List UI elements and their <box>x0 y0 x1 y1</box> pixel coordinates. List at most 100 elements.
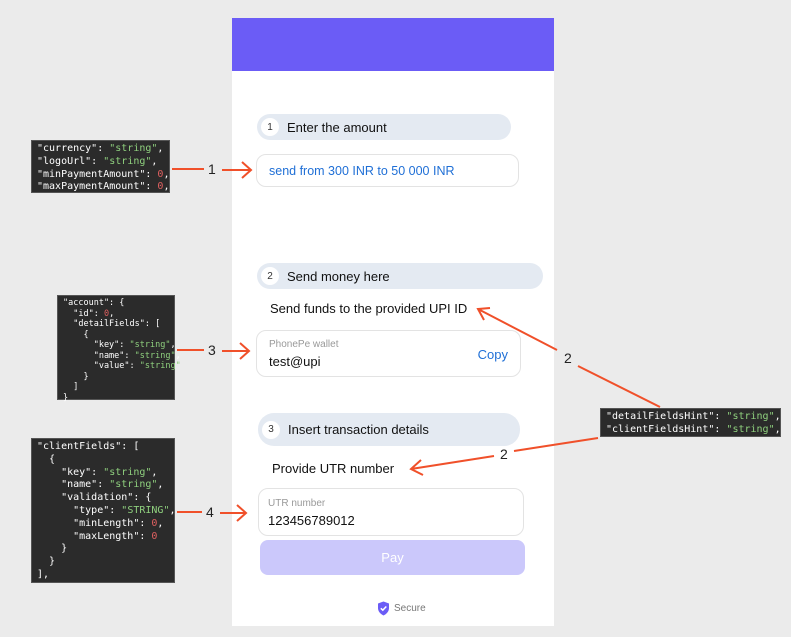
code-block-hints: "detailFieldsHint": "string","clientFiel… <box>600 408 781 437</box>
annotation-label: 2 <box>500 446 508 462</box>
code-token: "minPaymentAmount": <box>37 168 158 180</box>
code-line: "validation": { <box>37 492 169 505</box>
code-token: 0 <box>151 530 158 542</box>
code-token: "detailFieldsHint": <box>606 411 727 422</box>
code-token: "currency": <box>37 143 110 154</box>
code-token: "STRING" <box>121 504 170 516</box>
code-token: "clientFields": [ <box>37 441 140 452</box>
code-token: , <box>151 155 158 167</box>
utr-input[interactable]: UTR number 123456789012 <box>258 488 524 536</box>
code-token: "clientFieldsHint": <box>606 423 727 435</box>
code-token: } <box>37 556 56 568</box>
code-line: "account": { <box>63 298 169 309</box>
code-line: "logoUrl": "string", <box>37 156 164 169</box>
code-token: "key": <box>63 340 130 350</box>
code-line: "id": 0, <box>63 309 169 320</box>
code-line: } <box>37 543 169 556</box>
code-line: "maxPaymentAmount": 0, <box>37 181 169 194</box>
code-line: { <box>63 330 169 341</box>
pay-button[interactable]: Pay <box>260 540 525 575</box>
code-token: "string" <box>134 350 176 361</box>
code-line: "value": "string" <box>63 361 181 372</box>
code-line: "detailFields": [ <box>63 319 169 330</box>
utr-label: UTR number <box>268 498 326 509</box>
code-token: { <box>63 329 89 340</box>
code-token: "string" <box>109 143 158 154</box>
send-instruction: Send funds to the provided UPI ID <box>270 301 468 316</box>
code-token: "string" <box>103 466 152 478</box>
code-token: , <box>157 479 164 491</box>
arrow-line <box>513 437 599 452</box>
code-token: } <box>63 392 69 403</box>
code-token: , <box>157 143 164 154</box>
code-token: "string" <box>726 411 775 422</box>
amount-hint: send from 300 INR to 50 000 INR <box>269 163 455 178</box>
code-token: , <box>169 504 176 516</box>
code-token: "string" <box>139 361 181 371</box>
wallet-label: PhonePe wallet <box>269 339 339 350</box>
amount-hint-box: send from 300 INR to 50 000 INR <box>256 154 519 187</box>
code-token: 0 <box>157 168 164 180</box>
arrow-head <box>409 455 495 476</box>
annotation-label: 3 <box>208 342 216 358</box>
code-token: 0 <box>157 181 164 193</box>
code-token: , <box>151 466 158 478</box>
code-token: "value": <box>63 361 140 371</box>
step-1-header: 1 Enter the amount <box>257 114 511 140</box>
code-token: "id": <box>63 308 104 319</box>
step-title: Send money here <box>287 268 390 284</box>
code-line: "minLength": 0, <box>37 518 169 531</box>
code-token: , <box>774 411 781 422</box>
code-line: { <box>37 454 169 467</box>
utr-value: 123456789012 <box>268 513 355 528</box>
code-token: 0 <box>151 517 158 529</box>
code-block-amount: "currency": "string","logoUrl": "string"… <box>31 140 170 193</box>
step-title: Enter the amount <box>287 119 387 135</box>
code-token: } <box>63 371 89 382</box>
code-token: "validation": { <box>37 492 152 504</box>
code-token: "type": <box>37 504 122 516</box>
step-number: 3 <box>262 420 280 439</box>
code-line: } <box>63 393 169 404</box>
code-line: "minPaymentAmount": 0, <box>37 168 169 182</box>
code-token: "maxPaymentAmount": <box>37 181 158 193</box>
code-block-client-fields: "clientFields": [ { "key": "string", "na… <box>31 438 176 583</box>
copy-button[interactable]: Copy <box>477 347 508 362</box>
arrow-line <box>577 365 661 408</box>
code-token: "maxLength": <box>37 530 152 542</box>
code-line: "name": "string", <box>37 479 169 492</box>
step-3-header: 3 Insert transaction details <box>258 413 520 446</box>
payment-form: 1 Enter the amount send from 300 INR to … <box>232 18 554 626</box>
code-token: , <box>163 181 170 193</box>
annotation-label: 2 <box>564 350 572 366</box>
code-token: "name": <box>37 479 110 491</box>
code-line: "type": "STRING", <box>37 504 175 518</box>
step-number: 2 <box>261 267 279 285</box>
code-token: "string" <box>129 340 171 350</box>
code-token: "name": <box>63 350 135 361</box>
utr-instruction: Provide UTR number <box>272 461 395 476</box>
code-token: ], <box>37 568 50 580</box>
code-line: "clientFields": [ <box>37 441 169 454</box>
code-token: , <box>157 517 164 529</box>
code-line: "clientFieldsHint": "string", <box>606 423 781 437</box>
code-line: "detailFieldsHint": "string", <box>606 411 781 424</box>
step-number: 1 <box>261 118 279 136</box>
arrow-head <box>222 342 251 360</box>
code-token: "string" <box>103 155 152 167</box>
code-token: "key": <box>37 466 104 478</box>
wallet-field: PhonePe wallet test@upi Copy <box>256 330 521 377</box>
code-token: "string" <box>109 479 158 491</box>
code-line: "maxLength": 0 <box>37 531 169 544</box>
code-token: ] <box>63 382 79 392</box>
code-token: "account": { <box>63 298 125 308</box>
annotation-label: 1 <box>208 161 216 177</box>
code-token: "detailFields": [ <box>63 319 161 329</box>
code-token: "minLength": <box>37 517 152 529</box>
code-line: "name": "string", <box>63 350 181 362</box>
code-line: "key": "string", <box>63 340 176 351</box>
code-line: ] <box>63 382 169 393</box>
code-token: , <box>175 350 181 361</box>
header-bar <box>232 18 554 71</box>
